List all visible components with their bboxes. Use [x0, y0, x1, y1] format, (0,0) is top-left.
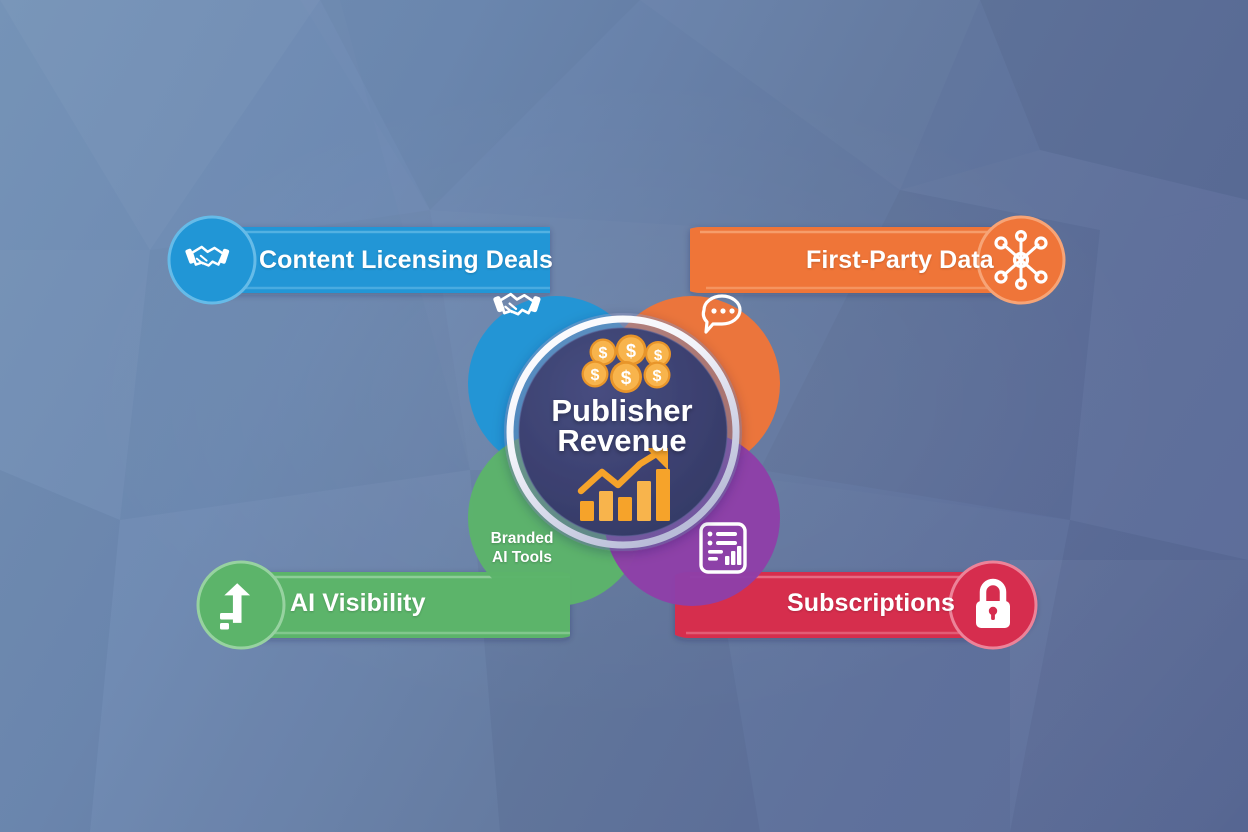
svg-text:$: $ — [654, 347, 663, 364]
bar-label-ai-visibility: AI Visibility — [290, 589, 426, 617]
bar-label-first-party-data: First-Party Data — [806, 246, 994, 274]
svg-text:$: $ — [653, 368, 662, 385]
handshake-icon — [185, 245, 230, 267]
svg-text:$: $ — [621, 368, 632, 389]
badge-content-licensing-deals[interactable] — [167, 215, 257, 305]
network-nodes-icon — [994, 230, 1048, 291]
badge-subscriptions[interactable] — [948, 560, 1038, 650]
report-dashboard-icon — [699, 522, 747, 574]
core-circle[interactable] — [504, 313, 742, 551]
lock-icon — [976, 578, 1010, 628]
speech-bubble-dots-icon — [701, 294, 742, 334]
coins-dollar-icon: $ $ $ $ $ — [581, 334, 671, 393]
badge-first-party-data[interactable] — [976, 215, 1066, 305]
bar-first-party-data[interactable] — [668, 227, 1048, 293]
svg-text:$: $ — [591, 367, 600, 384]
bar-label-content-licensing-deals: Content Licensing Deals — [259, 246, 554, 274]
bar-content-licensing-deals[interactable] — [200, 227, 600, 300]
bar-ai-visibility[interactable] — [212, 572, 592, 638]
svg-text:$: $ — [599, 345, 608, 362]
svg-text:$: $ — [626, 341, 636, 361]
petal-label-branded-ai-tools: Branded AI Tools — [490, 530, 554, 566]
handshake-icon — [493, 292, 541, 316]
core-title: Publisher Revenue — [551, 393, 693, 458]
growth-arrow-up-icon — [220, 583, 251, 630]
badge-ai-visibility[interactable] — [196, 560, 286, 650]
bar-chart-growth-arrow-icon — [577, 447, 670, 521]
bar-label-subscriptions: Subscriptions — [787, 589, 955, 617]
